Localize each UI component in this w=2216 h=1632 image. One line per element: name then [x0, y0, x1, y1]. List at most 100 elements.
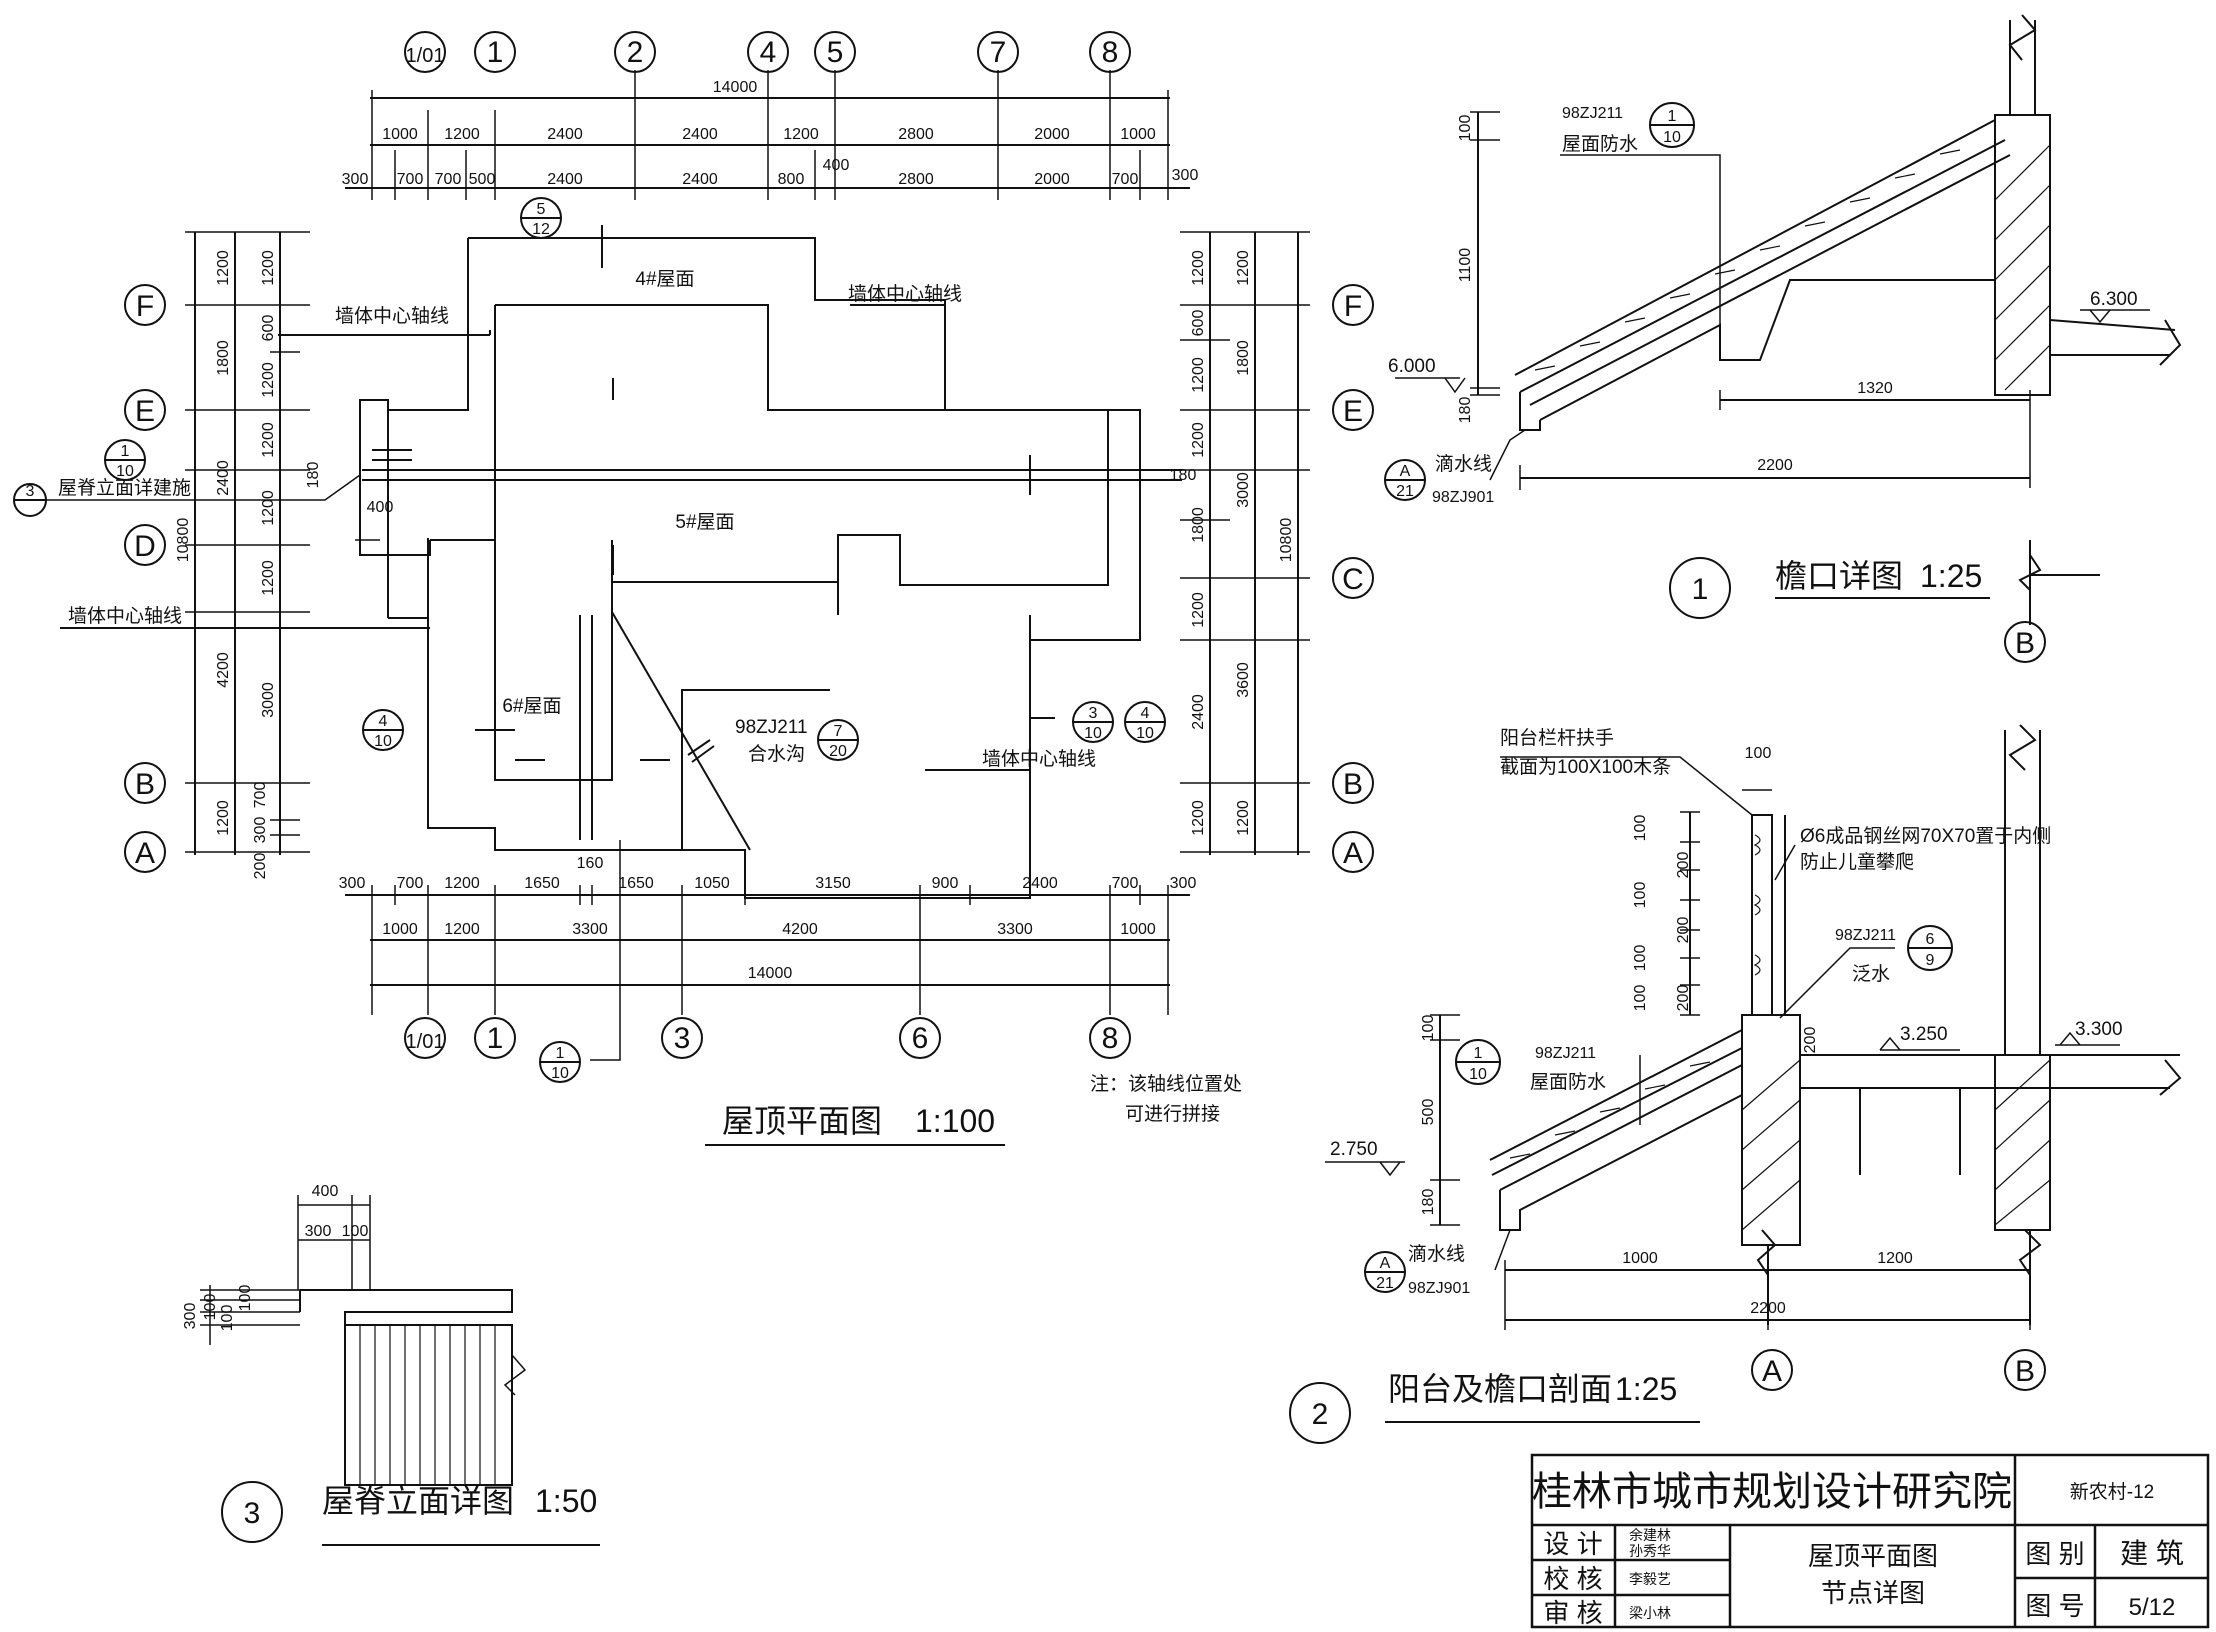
dim-bot-r1-9: 2400 [1022, 875, 1058, 892]
eave-drip-ref-top: A [1400, 463, 1411, 480]
dim-left-inner-6: 1200 [260, 490, 277, 526]
ridge-detail [200, 1195, 600, 1546]
dim-top-r2-8: 2800 [898, 171, 934, 188]
dim-right-inner-1: 600 [1190, 310, 1207, 337]
ridge-dim-6: 100 [237, 1285, 254, 1312]
dim-top-r1-1: 1200 [444, 126, 480, 143]
eave-elev-2: 6.300 [2090, 289, 2138, 310]
ref-4-10b-bot: 10 [1136, 725, 1154, 742]
dim-right-inner-2: 1200 [1190, 357, 1207, 393]
ref-7-20-top: 7 [834, 723, 843, 740]
dim-right-outer-5: 1200 [1235, 800, 1252, 836]
dim-top-r2-7: 400 [823, 157, 850, 174]
dim-right-outer-6: 180 [1170, 467, 1197, 484]
dim-right-inner-3: 1200 [1190, 422, 1207, 458]
dim-left-inner-2: 600 [260, 315, 277, 342]
axis-right-A: A [1343, 837, 1363, 870]
roof-6-label: 6#屋面 [502, 696, 561, 717]
dim-top-r1-6: 2000 [1034, 126, 1070, 143]
dim-right-outer-0: 1200 [1235, 250, 1252, 286]
dim-bot-r2-2: 3300 [572, 921, 608, 938]
dim-top-r2-10: 700 [1112, 171, 1139, 188]
eave-detail [1384, 14, 2182, 663]
dim-top-r2-5: 2400 [682, 171, 718, 188]
category-label: 图 别 [2025, 1539, 2084, 1569]
valley-label: 合水沟 [748, 743, 805, 765]
dim-top-r1-2: 2400 [547, 126, 583, 143]
ref-1-10-left-bot: 10 [116, 463, 134, 480]
dim-left-inner-4: 1200 [260, 422, 277, 458]
balcony-drip-std: 98ZJ901 [1408, 1280, 1470, 1297]
axis-top-7: 7 [990, 36, 1007, 69]
balcony-elev-3: 3.300 [2075, 1019, 2123, 1040]
roof-plan [13, 31, 1374, 1146]
ridge-detail-scale: 1:50 [535, 1483, 597, 1519]
institute-name: 桂林市城市规划设计研究院 [1532, 1470, 2012, 1514]
eave-detail-scale: 1:25 [1920, 558, 1982, 594]
mesh-label-1: Ø6成品钢丝网70X70置于内侧 [1800, 825, 2051, 847]
left-dims-inner: 1200 1200 600 1200 1200 180 1200 1200 30… [215, 250, 322, 879]
ridge-detail-title: 屋脊立面详图 [322, 1483, 514, 1519]
bal-dim-5: 200 [1675, 917, 1692, 944]
dim-bot-r2-1: 1200 [444, 921, 480, 938]
bottom-dims: 300 700 1200 1650 160 1650 1050 3150 900… [339, 855, 1197, 982]
roof-plan-scale: 1:100 [915, 1103, 995, 1139]
dim-right-outer-3: 10800 [1278, 518, 1295, 563]
flash-std-ref: 98ZJ211 [1835, 927, 1896, 944]
balcony-ref-bot: 10 [1469, 1066, 1487, 1083]
balcony-drip: 滴水线 [1408, 1243, 1465, 1265]
balcony-axis-B: B [2015, 1355, 2035, 1388]
dim-bot-r2-0: 1000 [382, 921, 418, 938]
dim-top-total: 14000 [713, 79, 758, 96]
dim-top-r2-9: 2000 [1034, 171, 1070, 188]
ridge-dim-5: 100 [219, 1305, 236, 1332]
axis-top-5: 5 [827, 36, 844, 69]
axis-left-F: F [136, 290, 154, 323]
dim-top-r2-3: 500 [469, 171, 496, 188]
handrail-label-2: 截面为100X100木条 [1500, 756, 1671, 778]
axis-right-F: F [1344, 290, 1362, 323]
dim-right-inner-5: 1200 [1190, 592, 1207, 628]
bal-dim-11: 180 [1420, 1189, 1437, 1216]
wall-axis-label-4: 墙体中心轴线 [982, 748, 1096, 770]
bal-dim-6: 100 [1632, 985, 1649, 1012]
roof-plan-title: 屋顶平面图 [722, 1103, 882, 1139]
axis-left-E: E [135, 395, 155, 428]
ref-4-10b-top: 4 [1141, 705, 1150, 722]
axis-left-B: B [135, 768, 155, 801]
ref-3-top: 3 [26, 483, 35, 500]
dim-left-inner-9: 700 [252, 782, 269, 809]
axis-bot-3: 3 [674, 1022, 691, 1055]
flash-ref-bot: 9 [1926, 952, 1935, 969]
left-dims-outer: 1800 2400 10800 4200 [175, 340, 232, 688]
ridge-detail-number: 3 [244, 1497, 261, 1530]
ridge-dim-1: 300 [305, 1223, 332, 1240]
bal-dim-3: 100 [1632, 882, 1649, 909]
dim-bot-r1-10: 700 [1112, 875, 1139, 892]
axis-right-E: E [1343, 395, 1363, 428]
ref-4-10-bot: 10 [374, 733, 392, 750]
bal-dim-7: 200 [1675, 985, 1692, 1012]
dim-top-r2-4: 2400 [547, 171, 583, 188]
roof-std-ref: 98ZJ211 [1535, 1045, 1596, 1062]
balcony-section-number: 2 [1312, 1398, 1329, 1431]
roof-4-label: 4#屋面 [635, 269, 694, 290]
dim-right-outer-4: 3600 [1235, 662, 1252, 698]
axis-right-C: C [1342, 563, 1364, 596]
roof-5-label: 5#屋面 [675, 512, 734, 533]
dim-top-r1-4: 1200 [783, 126, 819, 143]
bal-dim-10: 500 [1420, 1099, 1437, 1126]
wall-axis-label-1: 墙体中心轴线 [335, 305, 449, 327]
eave-axis-B: B [2015, 627, 2035, 660]
axis-top-8: 8 [1102, 36, 1119, 69]
dim-bot-r2-5: 1000 [1120, 921, 1156, 938]
ridge-detail-text: 400 300 100 300 100 100 100 3 屋脊立面详图 1:5… [182, 1183, 597, 1530]
title-block [1530, 1453, 2210, 1629]
check-label: 校 核 [1543, 1564, 1602, 1594]
eave-detail-text: 98ZJ211 屋面防水 1 10 滴水线 98ZJ901 A 21 6.000… [1388, 105, 2138, 660]
title-block-text: 桂林市城市规划设计研究院 新农村-12 设 计 余建林 孙秀华 校 核 李毅艺 … [1532, 1470, 2184, 1628]
dim-bot-total: 14000 [748, 965, 793, 982]
dim-top-r1-0: 1000 [382, 126, 418, 143]
mesh-label-2: 防止儿童攀爬 [1800, 851, 1914, 873]
dim-right-outer-1: 1800 [1235, 340, 1252, 376]
